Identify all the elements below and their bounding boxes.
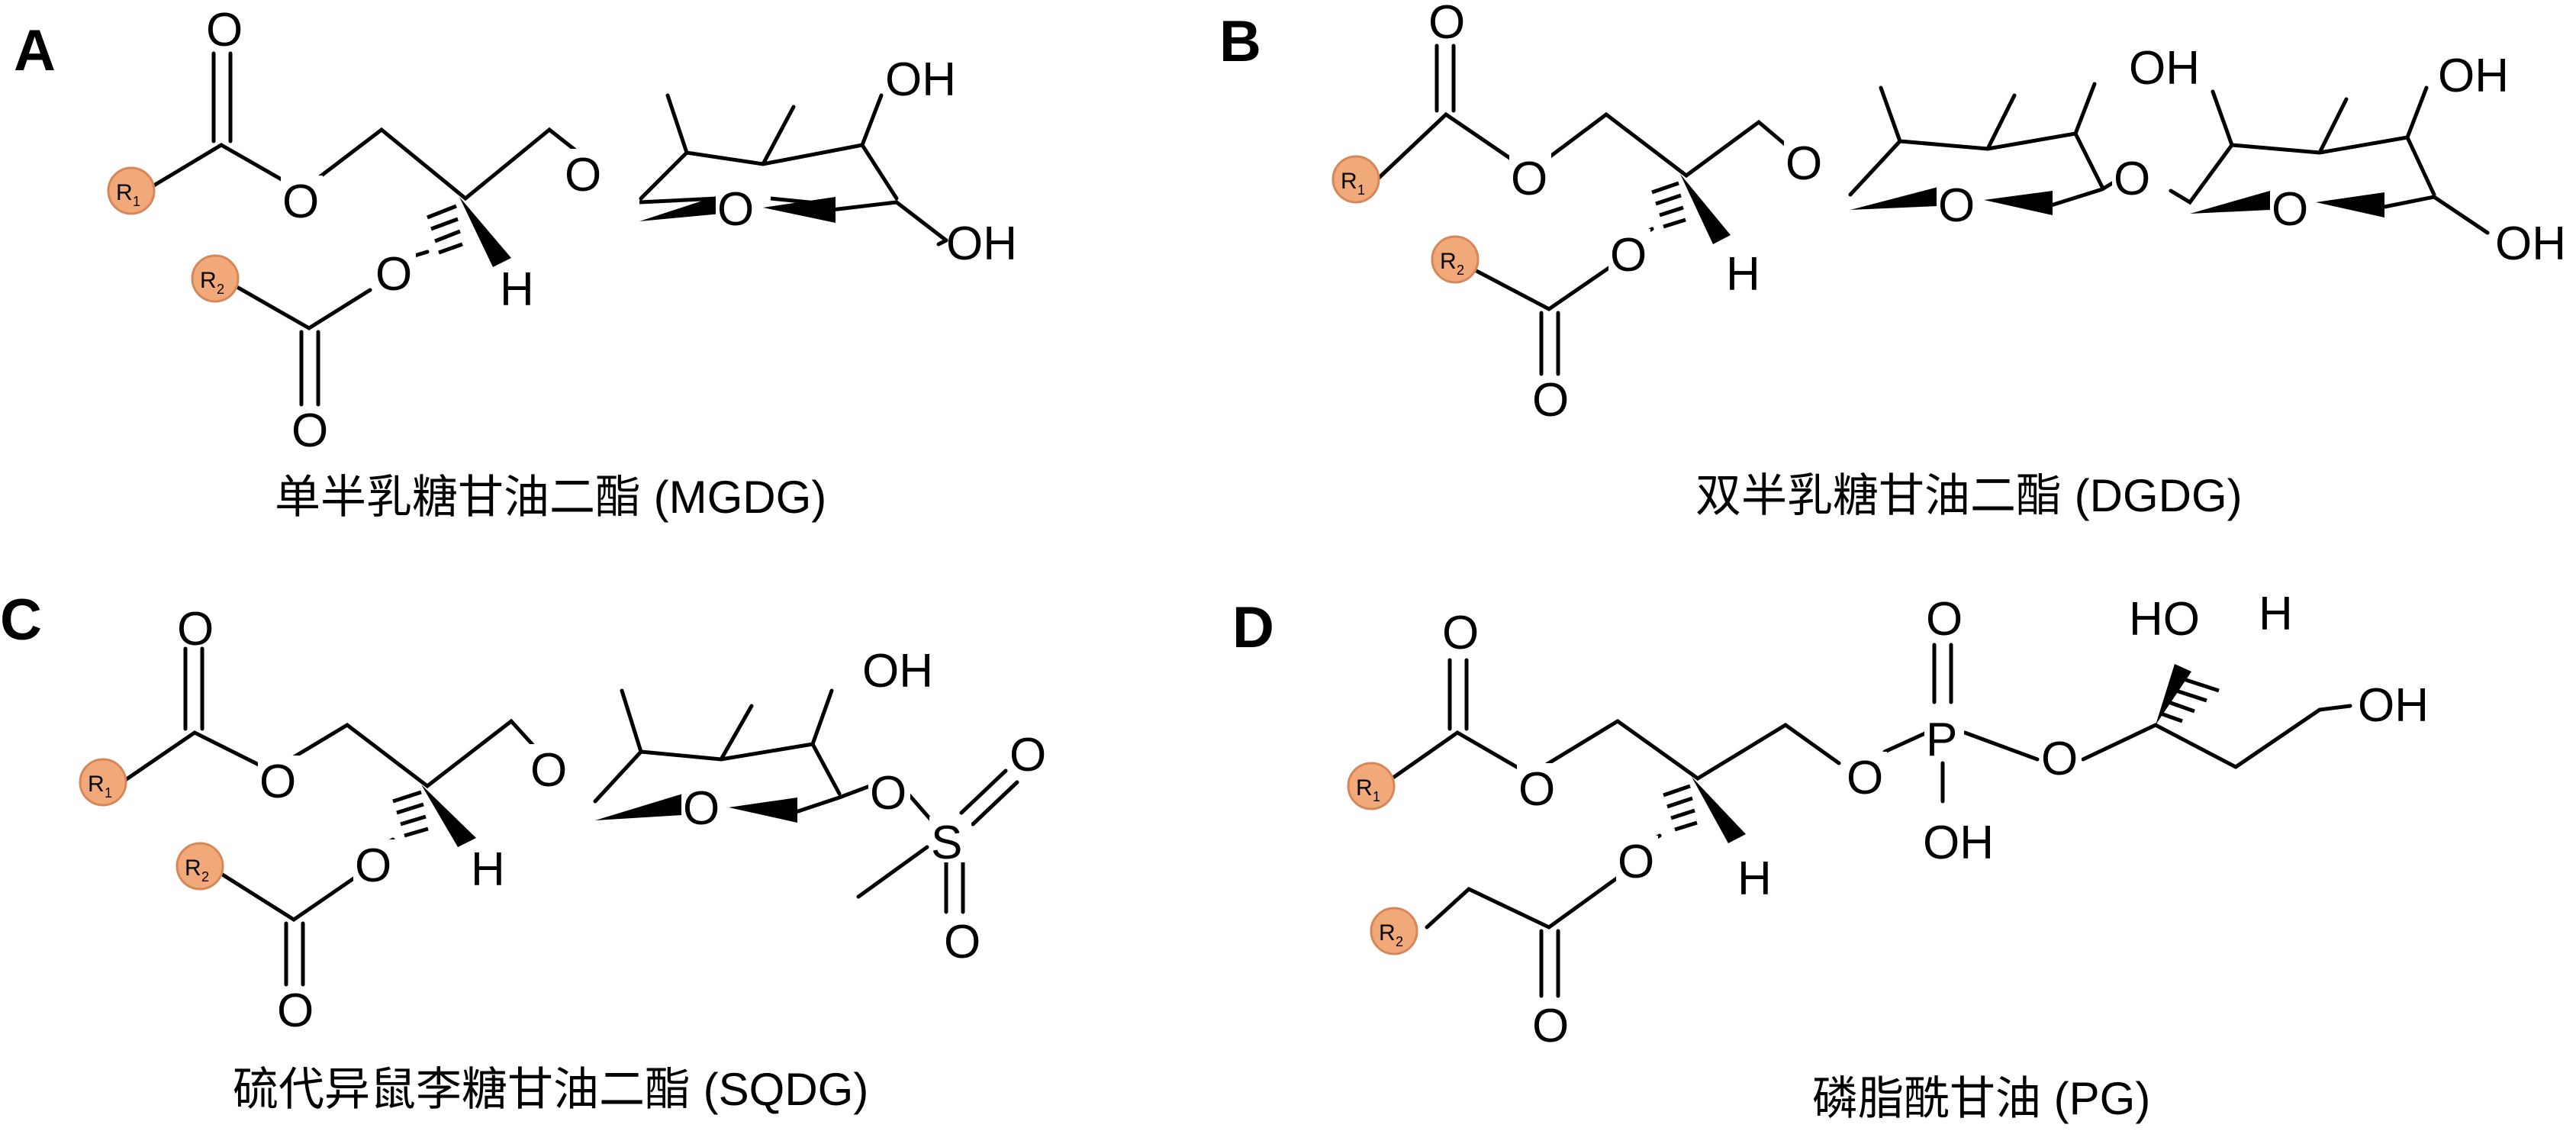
h-atom: H xyxy=(1726,248,1760,301)
svg-text:2: 2 xyxy=(201,869,209,884)
o-atom: O xyxy=(1847,752,1883,804)
r2-group: R 2 xyxy=(1370,907,1418,955)
h-atom: H xyxy=(500,263,534,316)
o-atom: O xyxy=(1610,229,1647,282)
o-atom: O xyxy=(1428,0,1465,49)
r2-group: R 2 xyxy=(191,254,240,303)
panel-c-caption: 硫代异鼠李糖甘油二酯 (SQDG) xyxy=(233,1064,868,1115)
ring-o-atom: O xyxy=(683,782,720,835)
o-atom: O xyxy=(1618,836,1654,888)
o-atom: O xyxy=(1532,374,1569,427)
o-atom: O xyxy=(1926,593,1963,646)
ring-o-atom: O xyxy=(2272,183,2308,236)
svg-text:2: 2 xyxy=(217,282,224,297)
ho-group: HO xyxy=(2129,593,2200,646)
r1-group: R 1 xyxy=(79,758,127,807)
o-atom: O xyxy=(282,176,319,228)
o-atom: O xyxy=(870,767,906,820)
panel-d: D O O O O O H P O OH O HO H OH xyxy=(1232,588,2429,1124)
h-atom: H xyxy=(2259,588,2293,640)
panel-d-letter: D xyxy=(1232,595,1274,660)
ring-o-atom: O xyxy=(1938,179,1975,232)
svg-text:1: 1 xyxy=(133,194,140,209)
svg-text:R: R xyxy=(1341,169,1357,194)
o-atom: O xyxy=(355,839,391,892)
panel-c: C O O O O O H O OH O S O O xyxy=(0,588,1046,1115)
svg-text:R: R xyxy=(1440,249,1457,274)
svg-text:2: 2 xyxy=(1396,934,1403,949)
oh-group: OH xyxy=(2358,679,2429,732)
svg-text:R: R xyxy=(1356,775,1373,801)
o-atom: O xyxy=(1518,763,1555,816)
h-atom: H xyxy=(1737,852,1772,905)
svg-text:R: R xyxy=(88,772,105,797)
o-atom: O xyxy=(1532,1000,1569,1052)
panel-d-caption: 磷脂酰甘油 (PG) xyxy=(1812,1073,2150,1124)
s-atom: S xyxy=(931,817,962,869)
oh-group: OH xyxy=(2438,50,2509,102)
r1-group: R 1 xyxy=(1347,762,1396,810)
svg-text:R: R xyxy=(116,180,133,205)
r2-group: R 2 xyxy=(1431,235,1480,284)
o-atom: O xyxy=(565,149,601,201)
r2-group: R 2 xyxy=(175,842,224,891)
svg-text:R: R xyxy=(200,268,217,293)
panel-a: A O O O O O H O OH OH R 1 xyxy=(14,4,1017,523)
svg-text:2: 2 xyxy=(1457,263,1464,278)
ring-o-atom: O xyxy=(717,183,754,236)
svg-text:R: R xyxy=(185,856,201,881)
h-atom: H xyxy=(471,843,505,896)
o-atom: O xyxy=(530,744,567,797)
panel-b-caption: 双半乳糖甘油二酯 (DGDG) xyxy=(1695,470,2243,521)
p-atom: P xyxy=(1926,714,1957,766)
o-atom: O xyxy=(1785,137,1822,190)
o-atom: O xyxy=(259,756,296,808)
o-atom: O xyxy=(277,984,314,1037)
o-atom: O xyxy=(2041,733,2078,785)
oh-group: OH xyxy=(946,218,1017,270)
svg-text:R: R xyxy=(1379,920,1396,946)
o-atom: O xyxy=(1442,607,1479,659)
oh-group: OH xyxy=(2495,218,2566,270)
oh-group: OH xyxy=(885,53,956,106)
o-atom: O xyxy=(1009,729,1046,781)
oh-group: OH xyxy=(2129,42,2200,95)
o-atom: O xyxy=(1511,153,1547,205)
r1-group: R 1 xyxy=(1331,155,1380,204)
svg-text:1: 1 xyxy=(1357,182,1365,198)
glycosidic-o-atom: O xyxy=(2114,153,2150,205)
panel-a-letter: A xyxy=(14,18,56,83)
oh-group: OH xyxy=(1923,817,1994,869)
svg-text:1: 1 xyxy=(105,785,112,801)
oh-group: OH xyxy=(862,645,933,698)
panel-b-letter: B xyxy=(1219,9,1261,74)
o-atom: O xyxy=(206,4,243,56)
svg-text:1: 1 xyxy=(1373,789,1380,804)
r1-group: R 1 xyxy=(107,166,156,215)
o-atom: O xyxy=(375,248,412,301)
panel-a-caption: 单半乳糖甘油二酯 (MGDG) xyxy=(275,472,826,523)
panel-c-letter: C xyxy=(0,588,42,652)
o-atom: O xyxy=(291,404,328,457)
o-atom: O xyxy=(177,603,214,656)
o-atom: O xyxy=(944,916,980,968)
panel-b: B O O O O O H O O O OH xyxy=(1219,0,2566,521)
